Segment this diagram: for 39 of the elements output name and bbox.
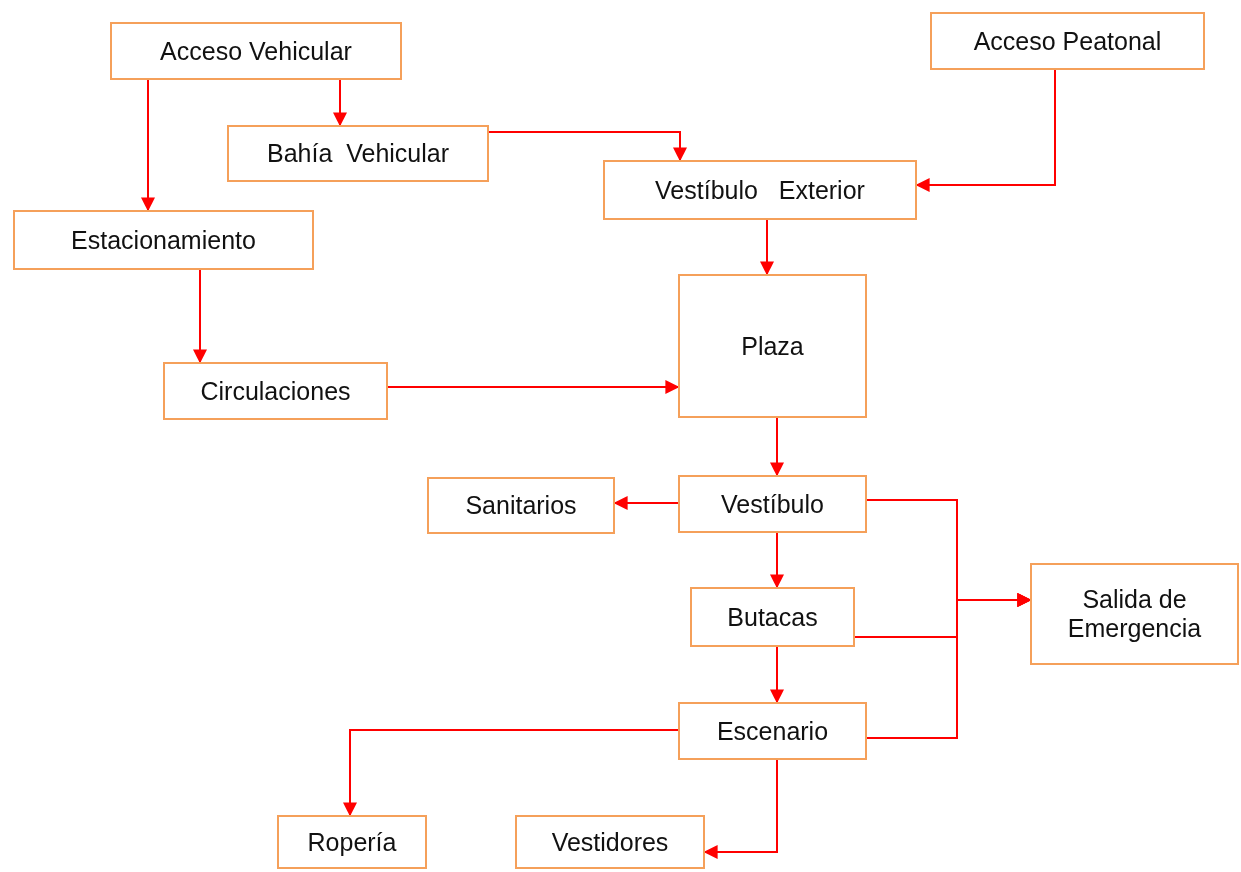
arrow (770, 646, 784, 704)
process-box (678, 702, 867, 760)
node-label: Bahía Vehicular (266, 139, 450, 168)
process-box (678, 274, 867, 418)
process-box (427, 477, 615, 534)
arrow (141, 79, 155, 212)
arrow (343, 729, 679, 817)
node-label: Sanitarios (465, 491, 577, 520)
node-label: Estacionamiento (71, 225, 256, 255)
process-box (930, 12, 1205, 70)
node-label: Ropería (307, 827, 397, 857)
node-label: Escenario (716, 716, 829, 746)
process-box (603, 160, 917, 220)
node-label: Butacas (727, 602, 818, 632)
arrow (193, 269, 207, 364)
arrow (333, 79, 347, 127)
node-label: Salida de Emergencia (1066, 585, 1203, 643)
arrow (387, 380, 680, 394)
node-label: Vestíbulo (721, 489, 824, 519)
process-box (1030, 563, 1239, 665)
node-label: Acceso Peatonal (973, 26, 1162, 56)
process-box (163, 362, 388, 420)
node-label: Circulaciones (200, 376, 351, 406)
node-label: Plaza (741, 331, 804, 361)
node-label: Vestidores (551, 827, 669, 857)
arrow (866, 593, 1032, 739)
process-box (515, 815, 705, 869)
process-box (13, 210, 314, 270)
process-box (110, 22, 402, 80)
node-label: Vestíbulo Exterior (655, 175, 865, 205)
process-box (277, 815, 427, 869)
arrow (770, 417, 784, 477)
arrow (488, 131, 687, 162)
arrow (760, 219, 774, 276)
process-box (690, 587, 855, 647)
process-box (678, 475, 867, 533)
node-label: Acceso Vehicular (160, 36, 352, 66)
process-box (227, 125, 489, 182)
arrow (770, 532, 784, 589)
